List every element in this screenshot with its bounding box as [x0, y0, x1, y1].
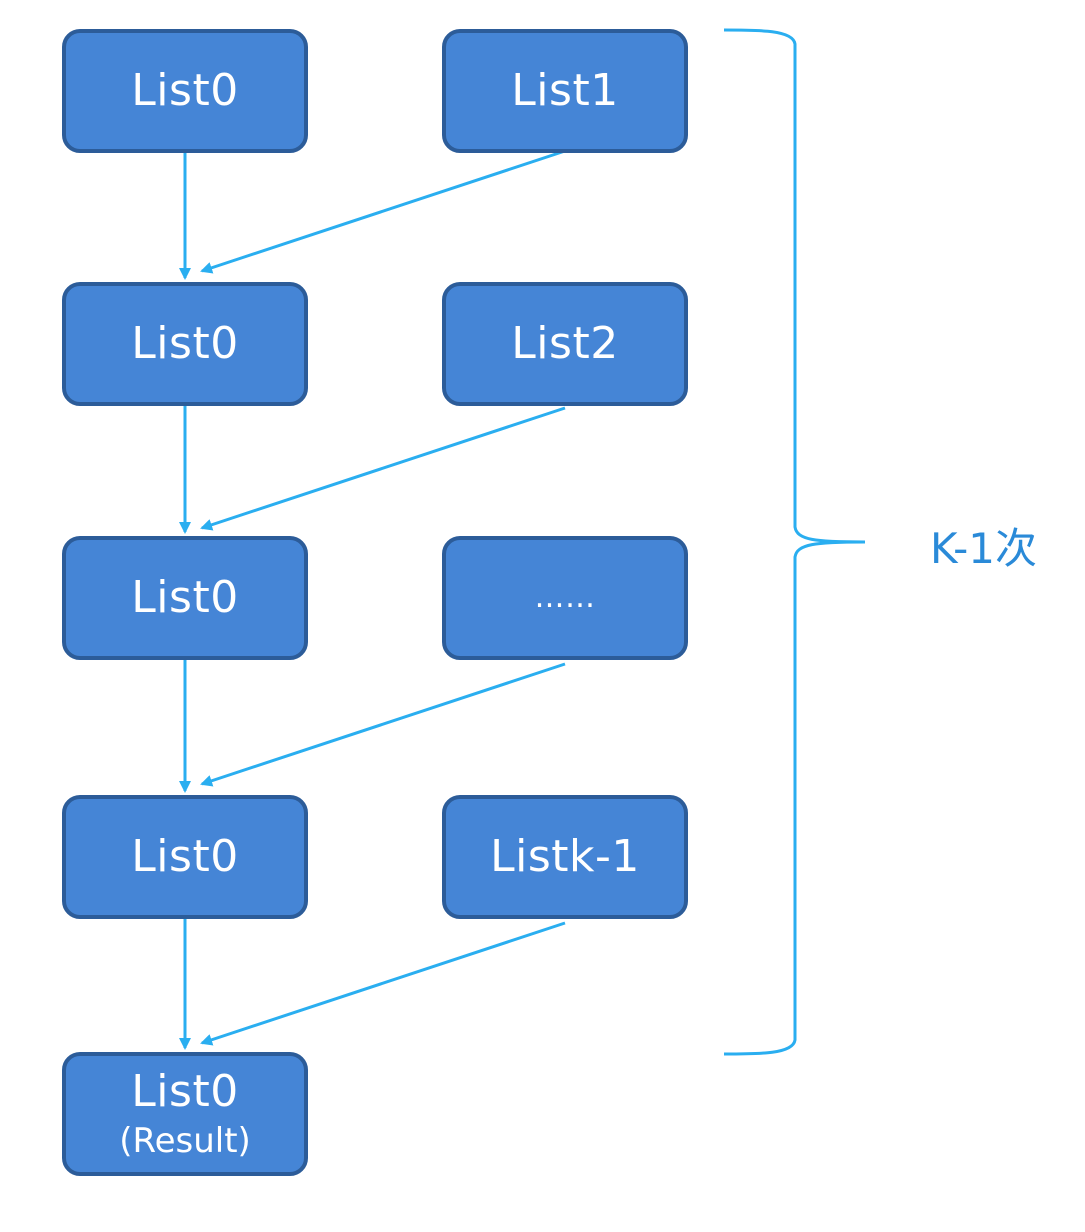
- node-list0-result: List0 (Result): [62, 1052, 308, 1176]
- node-sublabel: (Result): [119, 1121, 251, 1161]
- node-ellipsis: ……: [442, 536, 688, 660]
- node-list0-step2: List0: [62, 536, 308, 660]
- node-list0-step0: List0: [62, 29, 308, 153]
- node-label: List0: [131, 318, 239, 369]
- curly-brace: [723, 28, 866, 1056]
- arrow-merge-3: [200, 662, 566, 787]
- node-label: List2: [511, 318, 619, 369]
- arrow-merge-2: [200, 406, 566, 531]
- node-label: List0: [131, 831, 239, 882]
- arrow-merge-4: [200, 921, 566, 1046]
- arrow-merge-1: [200, 149, 566, 274]
- node-label: List1: [511, 65, 619, 116]
- node-list2: List2: [442, 282, 688, 406]
- node-label: List0: [131, 1066, 239, 1117]
- node-label: List0: [131, 65, 239, 116]
- node-label: List0: [131, 572, 239, 623]
- node-list0-step1: List0: [62, 282, 308, 406]
- node-label: ……: [534, 580, 596, 615]
- bracket-label: K-1次: [930, 524, 1038, 573]
- node-listk-1: Listk-1: [442, 795, 688, 919]
- node-label: Listk-1: [490, 831, 640, 882]
- node-list0-step3: List0: [62, 795, 308, 919]
- node-list1: List1: [442, 29, 688, 153]
